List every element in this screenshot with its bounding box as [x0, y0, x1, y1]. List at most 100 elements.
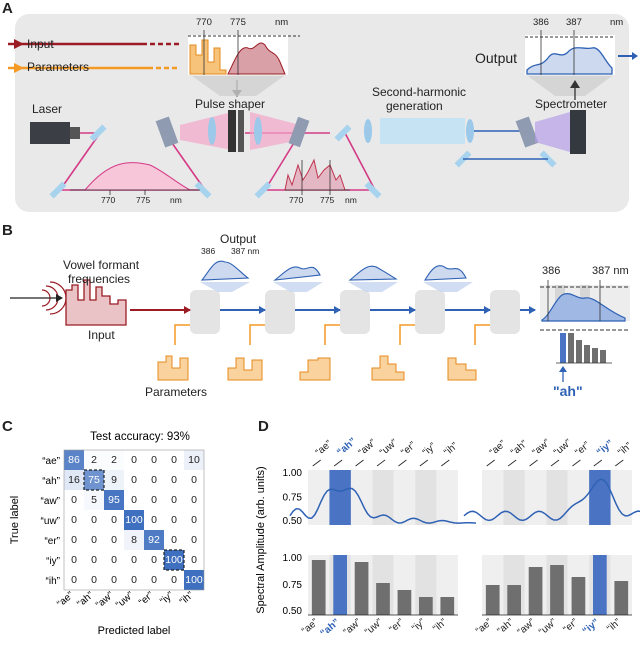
- cm-title: Test accuracy: 93%: [90, 431, 190, 443]
- cm-cell: [124, 510, 144, 530]
- cm-cell-value: 0: [171, 494, 177, 506]
- d-ytick-upper: 1.00: [283, 468, 303, 479]
- cm-cell-value: 92: [148, 534, 160, 546]
- d-spectrum-line: [463, 478, 640, 522]
- final-output-bars: [540, 329, 630, 382]
- cm-cell-value: 2: [111, 454, 117, 466]
- d-top-tick: [507, 459, 517, 467]
- stage-tick-386: 386: [201, 246, 216, 256]
- panel-a-letter: A: [2, 0, 13, 17]
- d-bottom-category-label: “aw”: [516, 617, 538, 638]
- d-bottom-category-label: “ah”: [495, 617, 516, 637]
- cm-cell: [64, 570, 84, 590]
- d-bar: [485, 585, 500, 615]
- cm-cell-value: 0: [151, 454, 157, 466]
- d-bottom-category-label: “ae”: [300, 617, 321, 637]
- cm-cell: [144, 450, 164, 470]
- d-top-category-label: “aw”: [356, 437, 378, 458]
- cm-cell: [184, 470, 204, 490]
- cm-row-label: “aw”: [41, 496, 60, 507]
- cm-cell-value: 0: [151, 514, 157, 526]
- d-ytick-upper: 0.50: [283, 516, 303, 527]
- cm-cell-value: 0: [191, 474, 197, 486]
- cm-cell: [164, 550, 184, 570]
- panel-b-letter: B: [2, 222, 13, 239]
- d-top-tick: [529, 459, 538, 467]
- d-bottom-category-label: “ae”: [474, 617, 495, 637]
- output-tick-386: 386: [533, 17, 549, 28]
- d-top-tick: [593, 459, 603, 467]
- final-tick-387: 387 nm: [592, 265, 629, 277]
- cm-cell: [64, 550, 84, 570]
- d-top-category-label: “ae”: [314, 438, 335, 458]
- d-ytick-lower: 0.75: [283, 580, 303, 591]
- cm-cell: [124, 450, 144, 470]
- cm-cell: [84, 450, 104, 470]
- d-top-tick: [333, 459, 343, 467]
- cm-cell: [184, 530, 204, 550]
- vowel-label-line-2: frequencies: [68, 272, 131, 286]
- cm-row-label: “ah”: [42, 476, 60, 487]
- d-bottom-category-label: “aw”: [342, 617, 364, 638]
- laser-label: Laser: [32, 102, 63, 116]
- d-top-tick: [398, 459, 407, 467]
- d-top-category-label: “ae”: [488, 438, 509, 458]
- cm-cell: [144, 550, 164, 570]
- d-top-tick: [441, 459, 450, 467]
- cm-cell-value: 0: [111, 534, 117, 546]
- panel-a-background: [15, 14, 629, 212]
- final-output-spectrum: [540, 280, 630, 322]
- cm-cell: [164, 470, 184, 490]
- cm-cell: [84, 490, 104, 510]
- d-bar: [376, 583, 390, 615]
- final-tick-386: 386: [542, 265, 561, 277]
- cm-xlabel: Predicted label: [98, 625, 171, 637]
- cm-cell: [164, 450, 184, 470]
- d-bar: [593, 555, 607, 615]
- cm-border: [63, 449, 205, 591]
- top-unit-nm: nm: [275, 17, 289, 28]
- vowel-label-line-1: Vowel formant: [63, 258, 140, 272]
- cm-cell: [184, 490, 204, 510]
- cm-cell: [144, 490, 164, 510]
- d-top-tick: [376, 459, 386, 467]
- d-bottom-category-label: “uw”: [537, 617, 559, 638]
- cm-cell: [184, 570, 204, 590]
- d-top-tick: [615, 459, 624, 467]
- cm-cell: [124, 490, 144, 510]
- cm-cell: [144, 470, 164, 490]
- d-bottom-category-label: “ih”: [431, 617, 449, 635]
- d-spectrum-band: [482, 470, 504, 525]
- d-bar: [614, 581, 629, 615]
- cm-cell-value: 0: [111, 554, 117, 566]
- d-bottom-category-label: “uw”: [363, 617, 385, 638]
- d-top-tick: [419, 459, 429, 467]
- cm-cell-value: 0: [111, 574, 117, 586]
- d-spectrum-band: [308, 470, 330, 525]
- input-waveform-label: Input: [88, 328, 115, 342]
- panel-d-letter: D: [258, 418, 269, 435]
- d-bar: [507, 585, 521, 615]
- shg-crystal: [364, 118, 474, 144]
- cm-cell: [184, 550, 204, 570]
- d-spectrum-band: [524, 470, 547, 525]
- cm-highlight-iy: [163, 549, 185, 571]
- output-tick-387: 387: [566, 17, 582, 28]
- spectrometer-device: [515, 110, 586, 154]
- d-bottom-category-label: “ih”: [605, 617, 623, 635]
- d-ytick-upper: 0.75: [283, 493, 303, 504]
- laser-tick-775: 775: [136, 195, 151, 205]
- d-top-category-label: “iy”: [595, 438, 616, 458]
- output-label: Output: [475, 50, 518, 66]
- d-spectrum-highlight: [589, 470, 611, 525]
- pulse-shaper-spectrum-plot: [188, 30, 300, 75]
- laser-unit-nm: nm: [170, 195, 182, 205]
- cm-cell-value: 0: [151, 574, 157, 586]
- cm-cell-value: 2: [91, 454, 97, 466]
- cm-cell: [64, 470, 84, 490]
- cm-cell: [124, 550, 144, 570]
- cm-row-label: “ae”: [42, 456, 60, 467]
- cm-cell: [84, 570, 104, 590]
- cm-cell: [84, 470, 104, 490]
